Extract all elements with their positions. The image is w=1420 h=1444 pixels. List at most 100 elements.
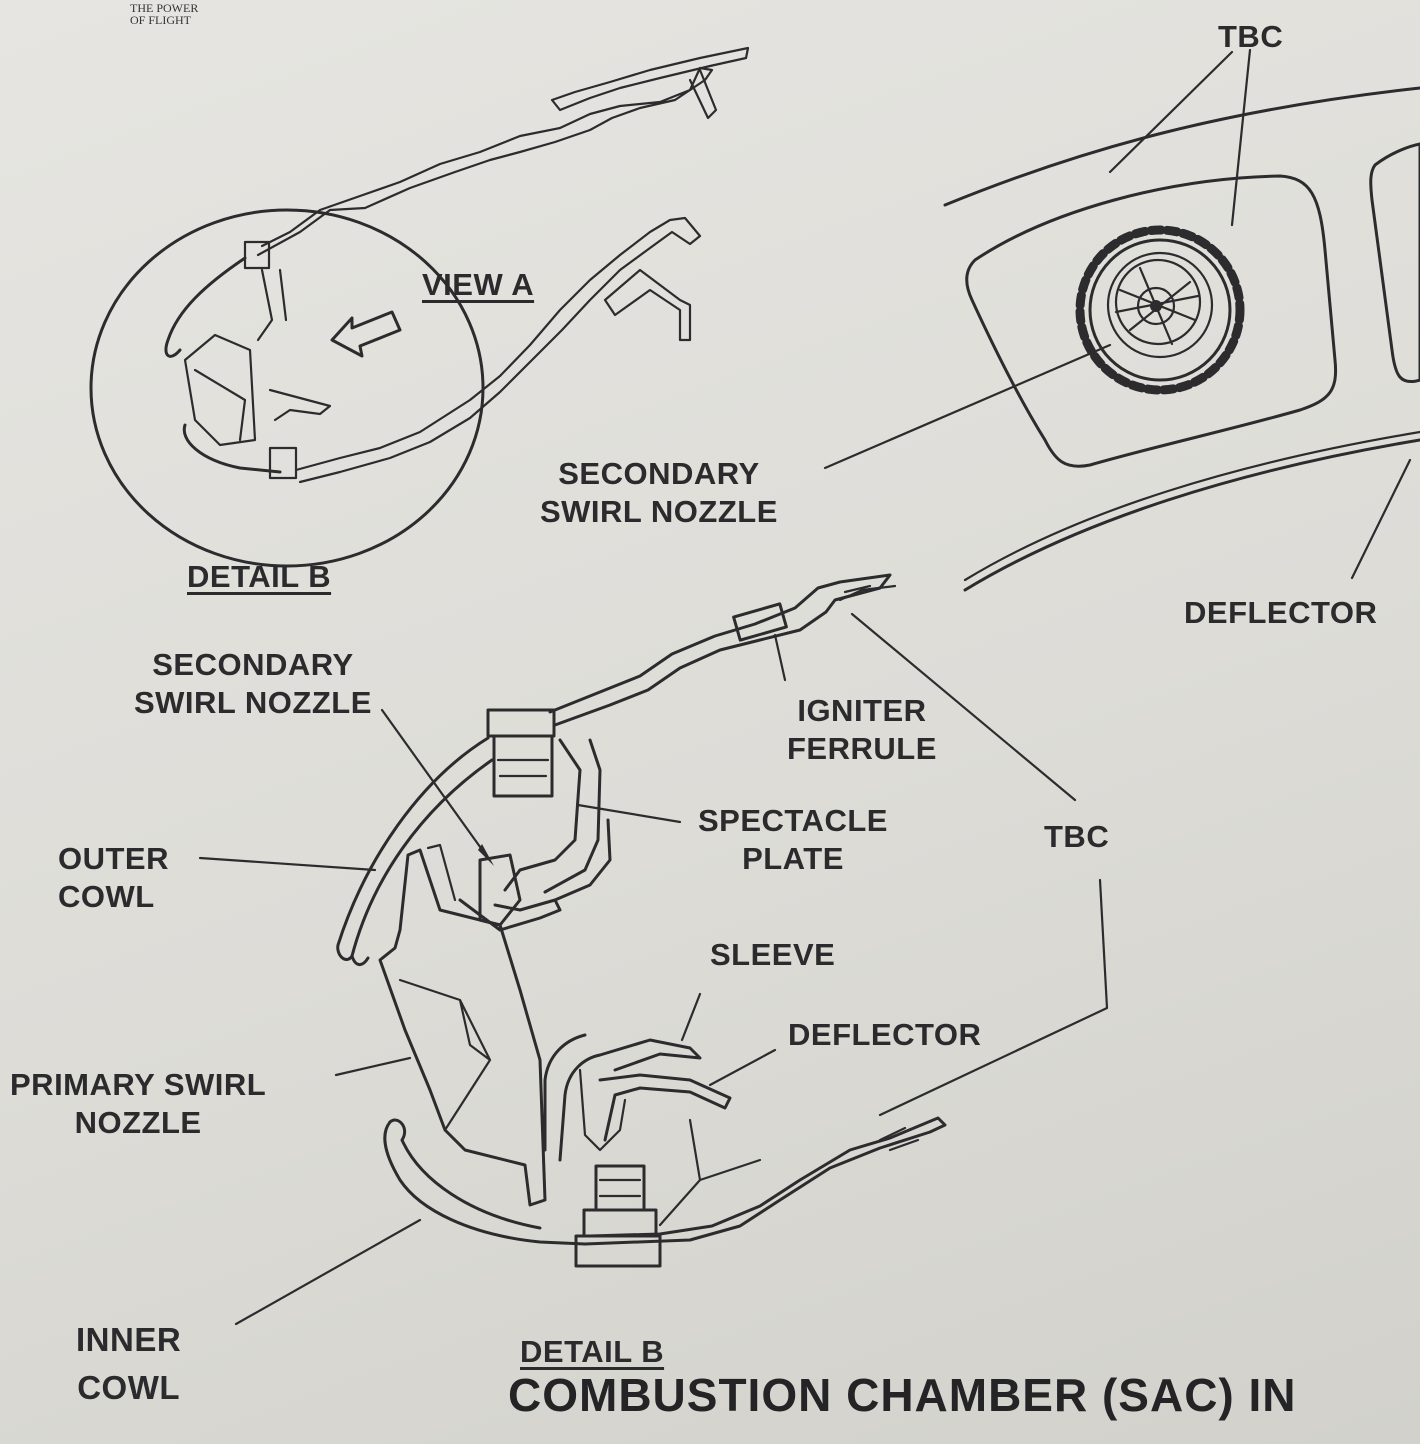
igniter-ferrule-line-1: IGNITER <box>797 693 927 728</box>
spectacle-plate-label: SPECTACLE PLATE <box>698 802 888 878</box>
upper-liner-strip <box>256 66 714 257</box>
primary-nozzle-rib <box>426 843 457 902</box>
lower-bolt-washer <box>582 1208 658 1238</box>
nozzle-serrated-ring <box>1075 225 1245 395</box>
sleeve-inner <box>578 1068 627 1152</box>
inner-cowl-line-2: COWL <box>77 1369 180 1406</box>
outer-cowl <box>336 736 494 961</box>
sleeve-part <box>543 1033 702 1162</box>
primary-swirl-nozzle-label: PRIMARY SWIRL NOZZLE <box>10 1066 266 1142</box>
sleeve-label: SLEEVE <box>710 937 836 972</box>
inner-liner-arc <box>963 438 1420 592</box>
inner-cowl-inner-edge <box>388 1118 542 1230</box>
detail-b-small-view <box>89 46 750 568</box>
deflector-right-label: DEFLECTOR <box>1184 595 1378 630</box>
inner-cowl-leader <box>234 1218 422 1326</box>
view-a-arrow <box>330 310 402 358</box>
deflector-small <box>268 388 332 422</box>
secondary-swirl-nozzle-right-line-1: SECONDARY <box>558 456 760 491</box>
primary-swirl-nozzle <box>378 848 547 1207</box>
tbc-top-leaders <box>1108 48 1252 227</box>
secondary-nozzle-lip <box>458 898 562 932</box>
lower-liner-strip-large <box>658 1118 762 1227</box>
nozzle-center-ring <box>1136 286 1176 326</box>
spectacle-plate-line-1: SPECTACLE <box>698 803 888 838</box>
lower-bolt-head <box>574 1234 662 1268</box>
upper-liner-fingers <box>838 584 897 602</box>
detail-circle <box>89 208 485 568</box>
inner-cowl-label: INNER COWL <box>76 1316 181 1412</box>
deflector-panel <box>965 174 1338 468</box>
igniter-ferrule-line-2: FERRULE <box>787 731 937 766</box>
upper-liner-flange <box>550 46 750 112</box>
nozzle-outer-ring <box>1088 238 1232 382</box>
secondary-swirl-nozzle-left-line-1: SECONDARY <box>152 647 354 682</box>
deflector-right-leader <box>1350 458 1412 580</box>
primary-swirl-nozzle-line-1: PRIMARY SWIRL <box>10 1067 267 1102</box>
secondary-nozzle-left-leader <box>380 708 490 860</box>
primary-nozzle-facets <box>398 978 492 1132</box>
sleeve-leader <box>680 992 702 1042</box>
lower-bolt-nut <box>594 1164 646 1212</box>
view-a-panel <box>823 48 1420 592</box>
brand-line-2: OF FLIGHT <box>130 13 192 27</box>
inner-liner-arc-2 <box>963 430 1420 582</box>
tbc-mid-label: TBC <box>1044 819 1110 854</box>
outer-cowl-small <box>164 256 247 358</box>
figure-caption: COMBUSTION CHAMBER (SAC) IN <box>508 1369 1297 1421</box>
outer-cowl-line-2: COWL <box>58 879 155 914</box>
lower-bolt-thread <box>598 1178 642 1198</box>
detail-b-large-view <box>198 573 1109 1326</box>
tbc-mid-upper-leader <box>850 612 1077 802</box>
spectacle-plate-leader <box>576 803 682 824</box>
primary-nozzle-small <box>183 333 257 447</box>
inner-cowl-line-1: INNER <box>76 1321 182 1358</box>
brand-line-1: THE POWER <box>130 1 199 15</box>
deflector-lower-leader <box>708 1048 777 1087</box>
lower-hook <box>603 268 692 342</box>
primary-nozzle-facet <box>193 368 247 442</box>
secondary-nozzle-body <box>478 853 522 927</box>
upper-bolt-nut <box>492 734 554 798</box>
nozzle-middle-ring <box>1106 251 1214 359</box>
secondary-swirl-nozzle-left-label: SECONDARY SWIRL NOZZLE <box>134 646 372 722</box>
detail-b-small-label: DETAIL B <box>187 559 332 594</box>
nozzle-plates-small <box>256 268 288 342</box>
nozzle-inner-ring <box>1114 258 1202 346</box>
igniter-ferrule-leader <box>773 633 787 682</box>
nozzle-vanes <box>1114 266 1200 346</box>
upper-hook <box>688 68 718 120</box>
outer-liner-arc <box>943 86 1420 207</box>
spectacle-plate <box>503 738 612 902</box>
lower-liner-fingers <box>878 1126 920 1152</box>
igniter-ferrule-part <box>732 602 788 642</box>
lower-liner-strip <box>294 216 702 484</box>
spectacle-plate-line-2: PLATE <box>742 841 844 876</box>
tbc-top-label: TBC <box>1218 19 1284 54</box>
inner-cowl-small <box>182 423 282 474</box>
brand-mark: THE POWER OF FLIGHT <box>130 2 198 26</box>
outer-cowl-tip <box>350 954 370 966</box>
secondary-swirl-nozzle-right-label: SECONDARY SWIRL NOZZLE <box>540 455 778 531</box>
upper-liner-large <box>548 573 892 727</box>
upper-bolt-thread <box>496 758 550 778</box>
primary-nozzle-leader <box>334 1056 412 1077</box>
detail-b-large-label: DETAIL B <box>520 1334 665 1369</box>
upper-bolt-small <box>243 240 271 270</box>
igniter-ferrule-label: IGNITER FERRULE <box>787 692 937 768</box>
deflector-lower-label: DEFLECTOR <box>788 1017 982 1052</box>
secondary-swirl-nozzle-right-line-2: SWIRL NOZZLE <box>540 494 778 529</box>
upper-bolt-head <box>486 708 556 738</box>
adjacent-deflector-panel <box>1369 142 1420 383</box>
outer-cowl-leader <box>198 856 377 872</box>
deflector-part <box>598 1073 732 1142</box>
secondary-nozzle-left-arrow <box>478 844 494 866</box>
inner-cowl <box>383 1116 947 1246</box>
view-a-label: VIEW A <box>422 267 535 302</box>
outer-cowl-label: OUTER COWL <box>58 840 169 916</box>
tbc-mid-lower-leader <box>878 878 1109 1117</box>
primary-swirl-nozzle-line-2: NOZZLE <box>74 1105 202 1140</box>
lower-bolt-small <box>268 446 298 480</box>
